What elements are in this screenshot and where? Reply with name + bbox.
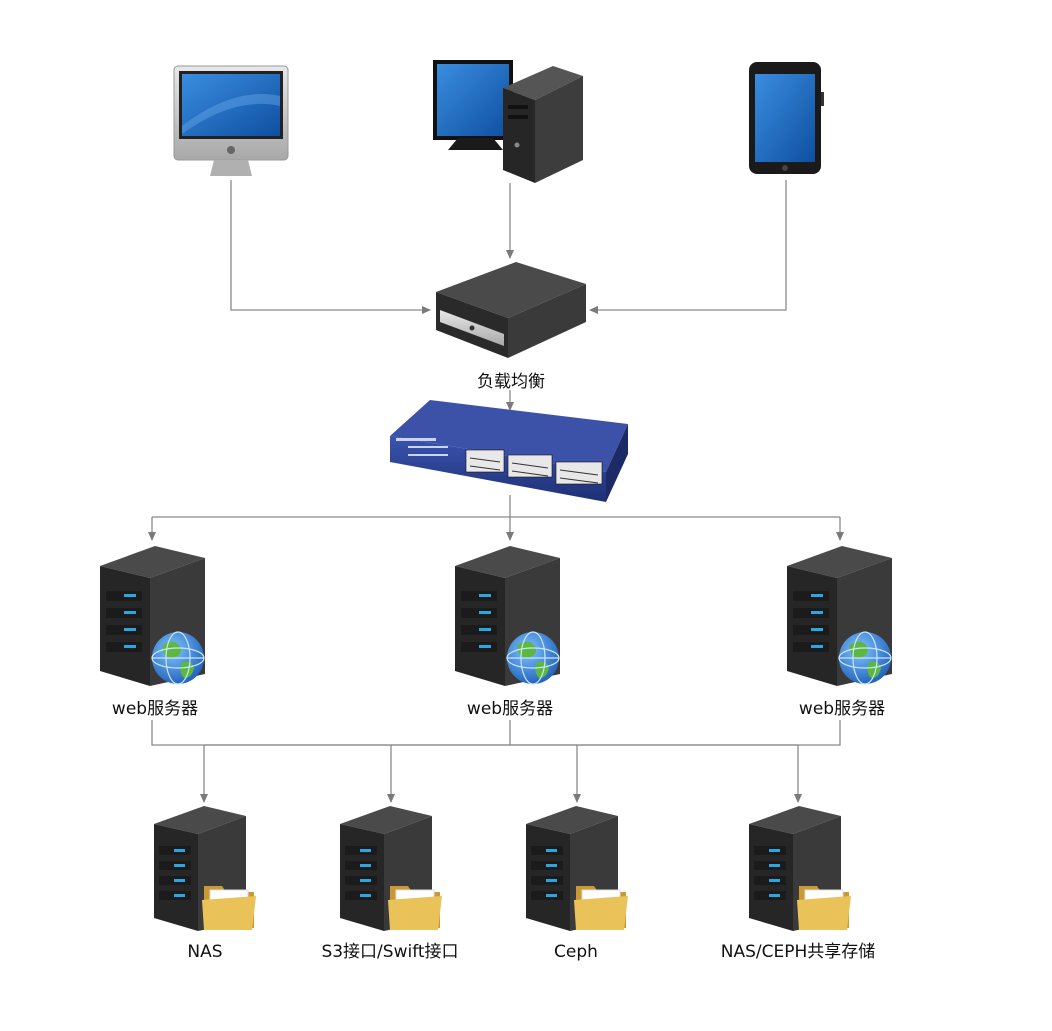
web-server-label-2: web服务器: [467, 699, 553, 719]
network-switch-icon: [390, 400, 628, 502]
load-balancer-label: 负载均衡: [477, 372, 545, 392]
imac-desktop-icon: [173, 65, 289, 176]
connector-tablet-to-lb: [589, 180, 787, 314]
desktop-pc-tower-icon: [433, 60, 583, 183]
tablet-icon: [749, 62, 824, 174]
storage-label-nas: NAS: [187, 942, 222, 962]
storage-label-shared: NAS/CEPH共享存储: [721, 942, 876, 962]
connector-web1-down: [151, 720, 510, 746]
load-balancer-appliance-icon: [436, 262, 586, 358]
storage-server-folder-icon-s3: [339, 805, 443, 932]
web-server-globe-icon-2: [454, 545, 561, 687]
storage-server-folder-icon-nas: [153, 805, 257, 932]
storage-server-folder-icon-ceph: [525, 805, 629, 932]
storage-label-s3: S3接口/Swift接口: [321, 942, 458, 962]
connector-web3-down: [510, 720, 841, 746]
connector-imac-to-lb: [230, 180, 431, 314]
web-server-label-3: web服务器: [799, 699, 885, 719]
storage-label-ceph: Ceph: [554, 942, 598, 962]
web-server-label-1: web服务器: [112, 699, 198, 719]
storage-server-folder-icon-shared: [748, 805, 852, 932]
connectors: [148, 180, 844, 803]
web-server-globe-icon-1: [99, 545, 206, 687]
web-server-globe-icon-3: [786, 545, 893, 687]
